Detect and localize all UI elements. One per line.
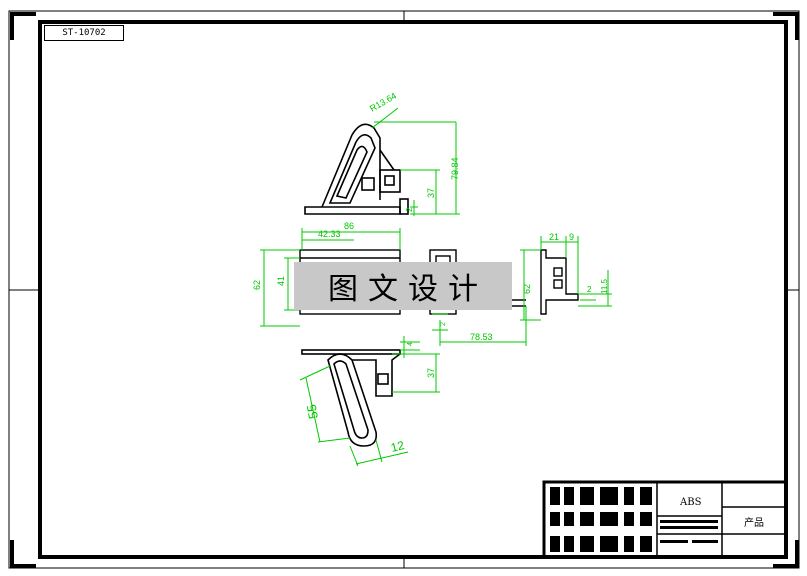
corner-top-right [773, 12, 799, 40]
dim-width-12: 12 [389, 438, 406, 455]
title-block-material: ABS [679, 497, 702, 508]
dim-width-9: 9 [569, 232, 574, 242]
dim-thickness-2-right: 2 [587, 285, 592, 294]
corner-bottom-right [773, 540, 799, 568]
dim-small-4: 4 [407, 342, 414, 346]
dim-height-62-right: 62 [522, 284, 532, 294]
top-view-dims [371, 107, 460, 216]
dim-width-mid: 42.33 [318, 229, 341, 239]
inner-border [38, 20, 788, 559]
side-view-dims [520, 236, 612, 321]
dim-height-62-left: 62 [252, 280, 262, 290]
title-block-cells [550, 487, 718, 552]
dim-radius: R13.64 [368, 91, 398, 114]
title-block [542, 480, 788, 559]
dim-width-21: 21 [549, 232, 559, 242]
dim-width-full: 86 [344, 221, 354, 231]
side-view [540, 249, 579, 315]
bottom-view [301, 349, 401, 447]
dim-small-2: 2 [440, 322, 447, 326]
dim-height-11-5: 11.5 [600, 278, 609, 294]
dim-length-78-53: 78.53 [470, 332, 493, 342]
dim-thickness-top: 2 [405, 207, 414, 212]
bottom-view-dims [299, 336, 440, 467]
dim-length-55: 55 [304, 403, 321, 420]
drawing-number: ST-10702 [44, 25, 124, 41]
title-block-name: 产品 [744, 516, 764, 529]
front-view-dims [260, 228, 527, 346]
top-view [304, 123, 409, 215]
dim-height-total: 79.84 [450, 157, 460, 180]
dim-height-37-bottom: 37 [426, 368, 436, 378]
watermark: 图文设计 [294, 262, 512, 310]
dim-height-41: 41 [276, 276, 286, 286]
corner-top-left [10, 12, 36, 40]
corner-bottom-left [10, 540, 36, 568]
dim-height-base: 37 [426, 188, 436, 198]
